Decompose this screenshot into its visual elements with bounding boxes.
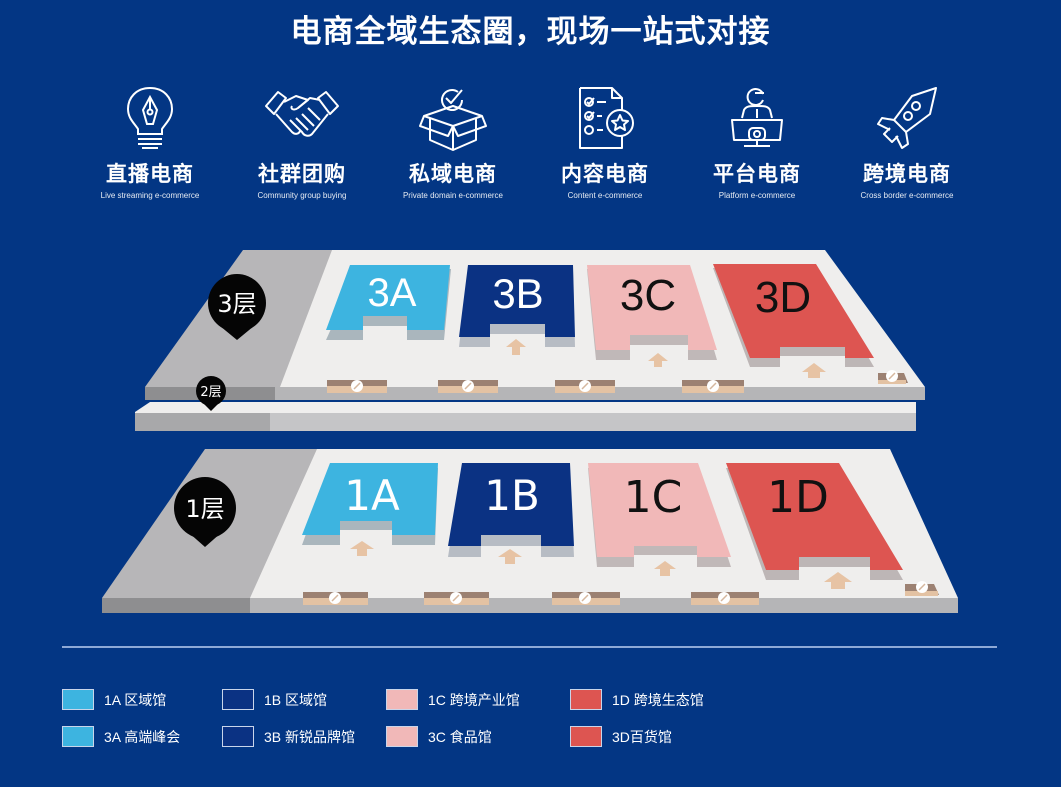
legend-swatch	[222, 726, 254, 747]
category-platform: 平台电商 Platform e-commerce	[682, 84, 832, 200]
svg-text:1D: 1D	[767, 472, 829, 523]
svg-text:1C: 1C	[624, 472, 683, 523]
legend-label: 1C 跨境产业馆	[428, 691, 520, 708]
escalator-icon	[905, 581, 939, 596]
escalator-icon	[438, 380, 498, 393]
box-check-icon	[419, 89, 487, 151]
category-live-streaming: 直播电商 Live streaming e-commerce	[75, 84, 225, 200]
legend-swatch	[570, 689, 602, 710]
floor-1-pin[interactable]: 1层	[174, 477, 236, 547]
category-subtitle: Private domain e-commerce	[402, 191, 504, 200]
legend-item: 3B 新锐品牌馆	[222, 726, 355, 747]
hall-3D[interactable]: 3D	[713, 264, 874, 367]
escalator-icon	[552, 592, 620, 605]
floor-2-slab	[135, 402, 916, 431]
escalator-icon	[691, 592, 759, 605]
svg-text:1层: 1层	[185, 495, 224, 523]
category-title: 跨境电商	[863, 162, 951, 186]
category-title: 平台电商	[713, 162, 801, 186]
legend-swatch	[222, 689, 254, 710]
svg-text:3D: 3D	[755, 273, 811, 322]
legend-swatch	[386, 689, 418, 710]
category-cross-border: 跨境电商 Cross border e-commerce	[832, 84, 982, 200]
divider	[62, 646, 997, 648]
escalator-icon	[878, 370, 908, 384]
escalator-group-1	[303, 581, 939, 605]
hall-3B[interactable]: 3B	[459, 265, 575, 347]
legend-label: 1B 区域馆	[264, 691, 328, 708]
legend-label: 1D 跨境生态馆	[612, 691, 704, 708]
escalator-icon	[303, 592, 368, 605]
page-title: 电商全域生态圈，现场一站式对接	[290, 14, 771, 50]
hall-3C[interactable]: 3C	[587, 265, 717, 360]
legend-swatch	[570, 726, 602, 747]
legend-label: 1A 区域馆	[104, 691, 167, 708]
rocket-icon	[877, 87, 937, 149]
escalator-icon	[424, 592, 489, 605]
legend-item: 3C 食品馆	[386, 726, 492, 747]
category-private-domain: 私域电商 Private domain e-commerce	[378, 84, 528, 200]
category-title: 直播电商	[106, 162, 194, 186]
legend: 1A 区域馆 1B 区域馆 1C 跨境产业馆 1D 跨境生态馆 3A 高端峰会 …	[60, 686, 760, 766]
legend-label: 3A 高端峰会	[104, 728, 181, 745]
svg-text:2层: 2层	[200, 385, 221, 400]
handshake-icon	[265, 91, 339, 137]
svg-text:3C: 3C	[620, 271, 676, 320]
escalator-icon	[327, 380, 387, 393]
hall-1C[interactable]: 1C	[588, 463, 731, 567]
category-subtitle: Content e-commerce	[567, 191, 643, 200]
category-subtitle: Live streaming e-commerce	[100, 191, 200, 200]
escalator-icon	[555, 380, 615, 393]
category-community: 社群团购 Community group buying	[227, 84, 377, 200]
legend-item: 3A 高端峰会	[62, 726, 180, 747]
lightbulb-pen-icon	[126, 86, 174, 149]
category-subtitle: Platform e-commerce	[718, 191, 796, 200]
legend-label: 3D百货馆	[612, 728, 672, 745]
legend-item: 1D 跨境生态馆	[570, 689, 704, 710]
legend-swatch	[62, 689, 94, 710]
svg-text:1B: 1B	[484, 471, 540, 520]
category-title: 内容电商	[561, 162, 649, 186]
svg-text:3A: 3A	[368, 271, 417, 315]
floor-2-pin[interactable]: 2层	[196, 376, 226, 411]
svg-text:3层: 3层	[217, 290, 256, 318]
hall-1D[interactable]: 1D	[726, 463, 903, 580]
svg-text:3B: 3B	[492, 270, 543, 317]
category-subtitle: Community group buying	[257, 191, 347, 200]
legend-swatch	[386, 726, 418, 747]
category-title: 私域电商	[409, 162, 497, 186]
category-subtitle: Cross border e-commerce	[860, 191, 954, 200]
floor-3-pin[interactable]: 3层	[208, 274, 266, 340]
category-row: 直播电商 Live streaming e-commerce 社群团购 Comm…	[75, 84, 985, 214]
person-laptop-icon	[731, 88, 783, 147]
floor-plan-map: 3A 3B 3C 3D 3层 2层	[102, 250, 958, 613]
category-title: 社群团购	[258, 162, 346, 186]
legend-item: 1B 区域馆	[222, 689, 327, 710]
svg-text:1A: 1A	[344, 471, 400, 520]
legend-swatch	[62, 726, 94, 747]
legend-item: 1A 区域馆	[62, 689, 166, 710]
hall-1A[interactable]: 1A	[302, 463, 438, 545]
hall-3A[interactable]: 3A	[326, 265, 451, 340]
legend-label: 3B 新锐品牌馆	[264, 728, 356, 745]
legend-item: 1C 跨境产业馆	[386, 689, 520, 710]
hall-1B[interactable]: 1B	[448, 463, 574, 557]
arrow-up-icon	[350, 541, 852, 589]
legend-item: 3D百货馆	[570, 726, 672, 747]
category-content: 内容电商 Content e-commerce	[530, 84, 680, 200]
escalator-group-3	[327, 370, 908, 393]
escalator-icon	[682, 380, 744, 393]
checklist-star-icon	[579, 87, 634, 149]
arrow-up-icon	[506, 339, 826, 378]
legend-label: 3C 食品馆	[428, 728, 492, 745]
